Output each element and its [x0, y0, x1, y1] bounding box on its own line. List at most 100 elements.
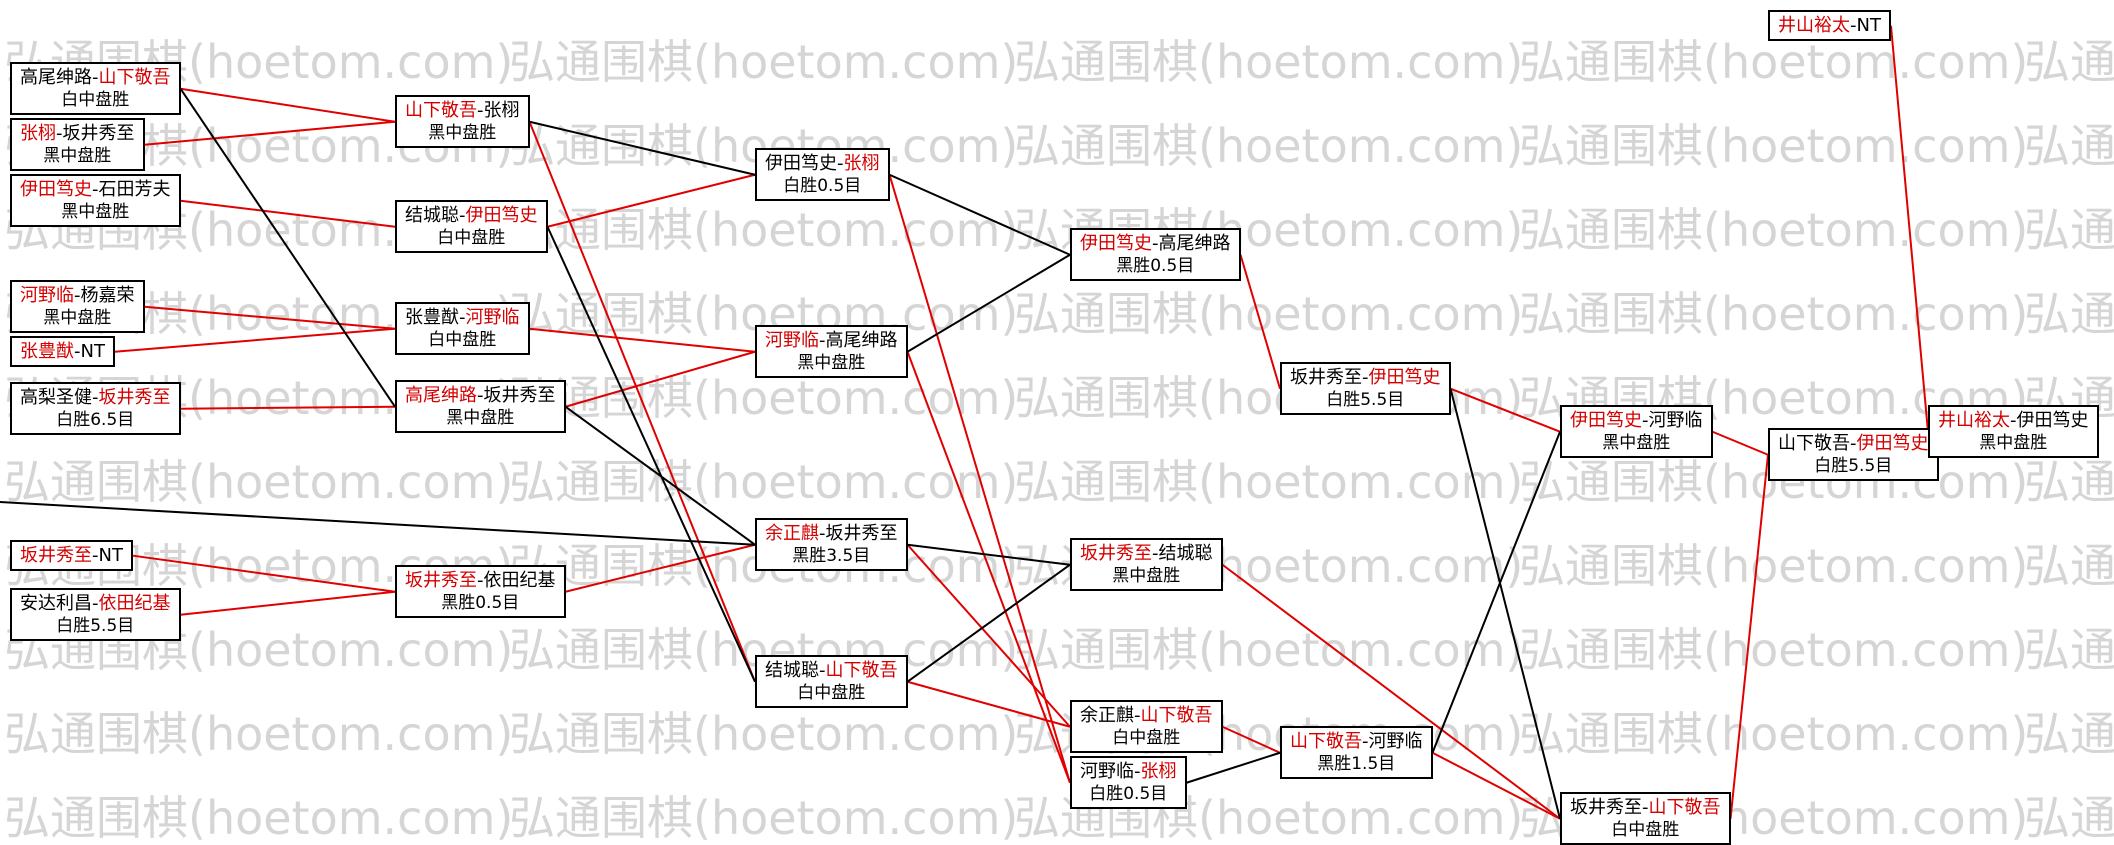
match-box: 井山裕太-NT	[1768, 10, 1891, 42]
match-box: 安达利昌-依田纪基白胜5.5目	[10, 588, 181, 642]
player-name: 依田纪基	[483, 570, 556, 591]
match-result: 白中盘胜	[437, 228, 506, 249]
match-box: 河野临-杨嘉荣黑中盘胜	[10, 280, 145, 334]
player-name: NT	[98, 545, 123, 566]
match-box: 伊田笃史-河野临黑中盘胜	[1560, 405, 1713, 459]
player-name: NT	[1856, 15, 1881, 36]
match-result: 黑中盘胜	[446, 408, 515, 429]
player-name: 坂井秀至	[825, 523, 898, 544]
winner-name: 山下敬吾	[1140, 705, 1213, 726]
match-players: 井山裕太-NT	[1778, 15, 1881, 36]
match-box: 坂井秀至-结城聪黑中盘胜	[1070, 538, 1223, 592]
player-name: 山下敬吾	[1778, 433, 1850, 454]
winner-name: 张栩	[843, 153, 880, 174]
match-result: 黑中盘胜	[43, 146, 112, 167]
winner-path-line	[114, 327, 396, 353]
match-box: 河野临-张栩白胜0.5目	[1070, 756, 1187, 810]
match-box: 山下敬吾-伊田笃史白胜5.5目	[1768, 428, 1939, 482]
match-players: 伊田笃史-河野临	[1570, 410, 1703, 431]
player-name: 河野临	[1368, 731, 1423, 752]
match-result: 白中盘胜	[1611, 820, 1680, 841]
winner-path-line	[888, 174, 1071, 784]
match-players: 山下敬吾-伊田笃史	[1778, 433, 1929, 454]
winner-path-line	[1222, 725, 1281, 754]
match-players: 山下敬吾-河野临	[1290, 731, 1423, 752]
player-name: 坂井秀至	[1570, 797, 1642, 818]
player-name: 伊田笃史	[765, 153, 837, 174]
match-players: 坂井秀至-依田纪基	[405, 570, 556, 591]
match-players: 伊田笃史-张栩	[765, 153, 880, 174]
match-players: 井山裕太-伊田笃史	[1938, 410, 2089, 431]
match-box: 坂井秀至-伊田笃史白胜5.5目	[1280, 362, 1451, 416]
winner-path-line	[1239, 254, 1281, 390]
match-box: 张豊猷-河野临白中盘胜	[395, 302, 530, 356]
loser-path-line	[0, 501, 756, 546]
player-name: NT	[80, 341, 105, 362]
winner-name: 山下敬吾	[1290, 731, 1362, 752]
winner-path-line	[180, 87, 396, 123]
match-players: 河野临-张栩	[1080, 761, 1177, 782]
player-name: 高尾绅路	[20, 67, 92, 88]
player-name: 张栩	[483, 100, 520, 121]
winner-name: 依田纪基	[98, 593, 171, 614]
match-result: 黑胜3.5目	[792, 546, 871, 567]
player-name: 坂井秀至	[483, 385, 556, 406]
match-box: 结城聪-伊田笃史白中盘胜	[395, 200, 548, 254]
winner-name: 河野临	[465, 307, 520, 328]
winner-path-line	[907, 680, 1071, 728]
player-name: 伊田笃史	[2016, 410, 2089, 431]
winner-path-line	[180, 405, 396, 410]
loser-path-line	[564, 405, 756, 546]
match-result: 白胜0.5目	[1089, 784, 1168, 805]
match-box: 余正麒-坂井秀至黑胜3.5目	[755, 518, 908, 572]
match-result: 黑胜0.5目	[1116, 256, 1195, 277]
match-players: 高尾绅路-坂井秀至	[405, 385, 556, 406]
loser-path-line	[889, 173, 1071, 256]
winner-path-line	[565, 543, 756, 593]
match-result: 白胜5.5目	[56, 616, 135, 637]
winner-name: 山下敬吾	[825, 660, 898, 681]
match-box: 高尾绅路-坂井秀至黑中盘胜	[395, 380, 566, 434]
match-result: 黑中盘胜	[61, 202, 130, 223]
winner-name: 坂井秀至	[98, 387, 171, 408]
winner-name: 河野临	[765, 330, 819, 351]
loser-path-line	[529, 120, 756, 176]
player-name: 高尾绅路	[825, 330, 898, 351]
winner-name: 伊田笃史	[1368, 367, 1441, 388]
winner-name: 伊田笃史	[465, 205, 538, 226]
player-name: 坂井秀至	[1290, 367, 1362, 388]
match-result: 黑中盘胜	[797, 353, 866, 374]
player-name: 石田芳夫	[98, 179, 171, 200]
winner-name: 伊田笃史	[1080, 233, 1152, 254]
winner-name: 井山裕太	[1938, 410, 2010, 431]
match-players: 余正麒-坂井秀至	[765, 523, 898, 544]
match-box: 张栩-坂井秀至黑中盘胜	[10, 118, 145, 172]
match-result: 黑中盘胜	[1602, 433, 1671, 454]
winner-path-line	[1450, 387, 1561, 433]
winner-name: 伊田笃史	[1856, 433, 1929, 454]
match-players: 安达利昌-依田纪基	[20, 593, 171, 614]
winner-name: 余正麒	[765, 523, 819, 544]
match-players: 坂井秀至-NT	[20, 545, 123, 566]
winner-path-line	[1712, 430, 1769, 456]
loser-path-line	[907, 543, 1071, 566]
match-result: 黑中盘胜	[1979, 433, 2048, 454]
player-name: 河野临	[1648, 410, 1703, 431]
winner-path-line	[144, 305, 396, 330]
winner-path-line	[529, 327, 756, 353]
match-box: 高尾绅路-山下敬吾白中盘胜	[10, 62, 181, 116]
winner-path-line	[906, 351, 1071, 784]
match-result: 白胜0.5目	[783, 176, 862, 197]
loser-path-line	[1431, 431, 1561, 754]
match-box: 张豊猷-NT	[10, 336, 115, 368]
winner-name: 张栩	[1140, 761, 1177, 782]
winner-path-line	[528, 121, 756, 683]
winner-name: 伊田笃史	[1570, 410, 1642, 431]
match-players: 伊田笃史-石田芳夫	[20, 179, 171, 200]
winner-name: 井山裕太	[1778, 15, 1850, 36]
match-players: 河野临-高尾绅路	[765, 330, 898, 351]
player-name: 结城聪	[1158, 543, 1213, 564]
winner-name: 张豊猷	[20, 341, 74, 362]
match-result: 黑中盘胜	[428, 123, 497, 144]
